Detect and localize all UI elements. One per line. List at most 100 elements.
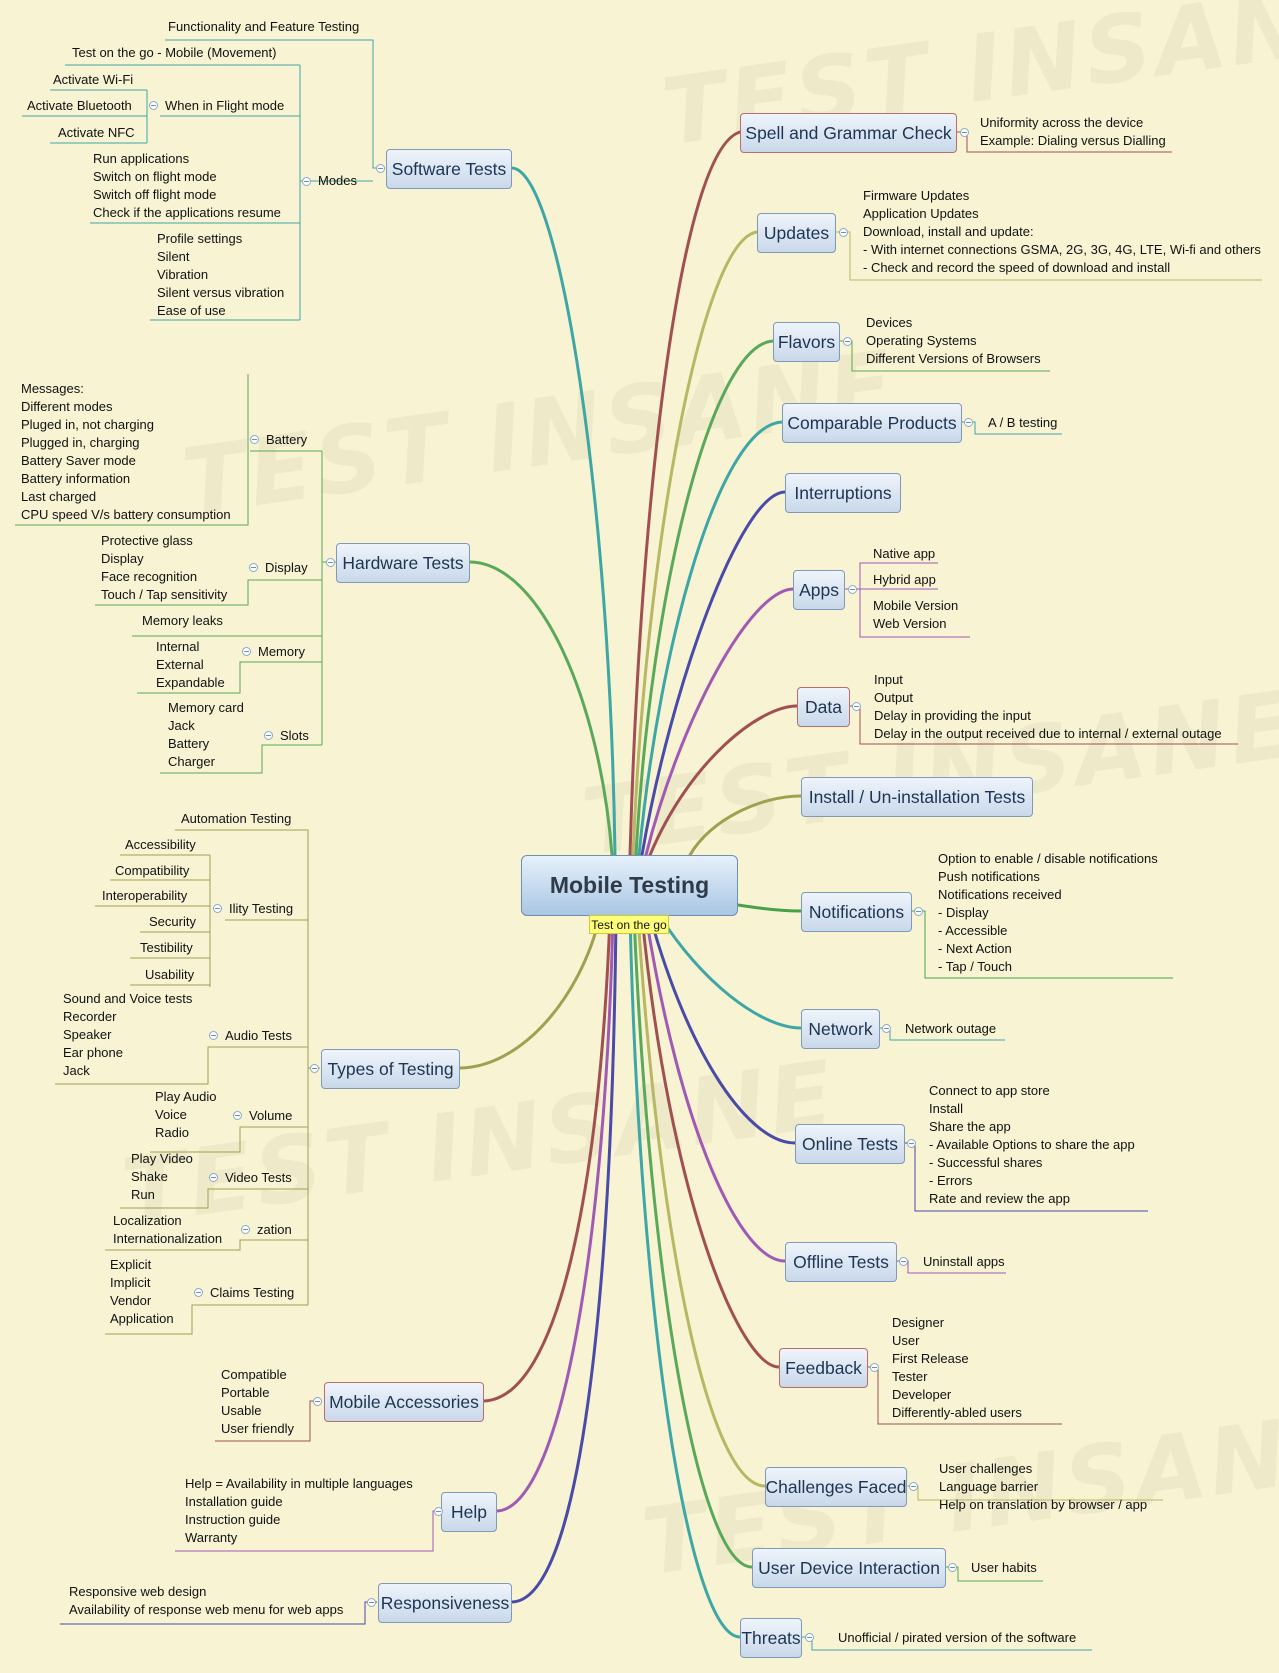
collapse-icon[interactable] <box>839 228 848 237</box>
link-comparable <box>637 420 784 857</box>
central-note: Test on the go <box>589 915 669 934</box>
leaf-network-items: Network outage <box>905 1021 997 1036</box>
collapse-icon[interactable] <box>310 1064 319 1073</box>
leaf-udi-items: User habits <box>971 1560 1037 1575</box>
leaf-security: Security <box>149 914 196 929</box>
topic-apps[interactable]: Apps <box>793 570 845 610</box>
leaf-memory-items: Internal External Expandable <box>156 639 225 690</box>
topic-offline-tests[interactable]: Offline Tests <box>785 1242 897 1282</box>
leaf-activate-bluetooth: Activate Bluetooth <box>27 98 132 113</box>
collapse-icon[interactable] <box>242 647 251 656</box>
collapse-icon[interactable] <box>899 1257 908 1266</box>
leaf-battery: Battery <box>266 432 308 447</box>
leaf-offline-items: Uninstall apps <box>923 1254 1005 1269</box>
topic-spell-grammar[interactable]: Spell and Grammar Check <box>740 113 957 153</box>
topic-responsiveness[interactable]: Responsiveness <box>378 1583 512 1623</box>
leaf-online-items: Connect to app store Install Share the a… <box>929 1083 1135 1206</box>
leaf-accessibility: Accessibility <box>125 837 196 852</box>
collapse-icon[interactable] <box>870 1363 879 1372</box>
leaf-feedback-items: Designer User First Release Tester Devel… <box>892 1315 1022 1420</box>
leaf-claims: Claims Testing <box>210 1285 295 1300</box>
collapse-icon[interactable] <box>907 1139 916 1148</box>
topic-comparable-products[interactable]: Comparable Products <box>782 403 962 443</box>
link-updates <box>631 230 759 857</box>
topic-flavors[interactable]: Flavors <box>773 322 840 362</box>
link-accessories <box>482 914 612 1403</box>
leaf-slots-items: Memory card Jack Battery Charger <box>168 700 244 769</box>
leaf-video: Video Tests <box>225 1170 292 1185</box>
collapse-icon[interactable] <box>249 563 258 572</box>
topic-types-of-testing[interactable]: Types of Testing <box>321 1049 460 1089</box>
collapse-icon[interactable] <box>852 702 861 711</box>
collapse-icon[interactable] <box>843 337 852 346</box>
collapse-icon[interactable] <box>233 1111 242 1120</box>
collapse-icon[interactable] <box>914 907 923 916</box>
topic-network[interactable]: Network <box>801 1009 880 1049</box>
topic-notifications[interactable]: Notifications <box>801 892 912 932</box>
collapse-icon[interactable] <box>209 1031 218 1040</box>
collapse-icon[interactable] <box>848 585 857 594</box>
topic-data[interactable]: Data <box>797 687 850 727</box>
topic-hardware-tests[interactable]: Hardware Tests <box>336 543 470 583</box>
collapse-icon[interactable] <box>367 1598 376 1607</box>
collapse-icon[interactable] <box>149 101 158 110</box>
collapse-icon[interactable] <box>241 1225 250 1234</box>
link-notifications <box>736 903 803 913</box>
leaf-functionality: Functionality and Feature Testing <box>168 19 360 34</box>
link-flavors <box>634 339 775 857</box>
topic-install-tests[interactable]: Install / Un-installation Tests <box>801 777 1033 817</box>
collapse-icon[interactable] <box>264 731 273 740</box>
leaf-display: Display <box>265 560 308 575</box>
collapse-icon[interactable] <box>326 558 335 567</box>
leaf-modes: Modes <box>318 173 358 188</box>
collapse-icon[interactable] <box>376 164 385 173</box>
collapse-icon[interactable] <box>313 1397 322 1406</box>
leaf-profile: Profile settings Silent Vibration Silent… <box>157 231 285 318</box>
leaf-memory: Memory <box>258 644 305 659</box>
leaf-run-apps: Run applications Switch on flight mode S… <box>93 151 281 220</box>
leaf-threats-items: Unofficial / pirated version of the soft… <box>838 1630 1077 1645</box>
leaf-apps-mobile-web: Mobile Version Web Version <box>873 598 959 631</box>
topic-help[interactable]: Help <box>441 1492 497 1532</box>
link-spell <box>628 130 742 857</box>
topic-challenges-faced[interactable]: Challenges Faced <box>765 1467 907 1507</box>
collapse-icon[interactable] <box>805 1633 814 1642</box>
topic-online-tests[interactable]: Online Tests <box>795 1124 905 1164</box>
link-install <box>688 794 803 857</box>
leaf-comparable-items: A / B testing <box>988 415 1058 430</box>
collapse-icon[interactable] <box>213 904 222 913</box>
leaf-usability: Usability <box>145 967 195 982</box>
leaf-updates-items: Firmware Updates Application Updates Dow… <box>863 188 1261 275</box>
collapse-icon[interactable] <box>964 418 973 427</box>
link-feedback <box>640 914 781 1369</box>
leaf-activate-wifi: Activate Wi-Fi <box>53 72 134 87</box>
collapse-icon[interactable] <box>209 1173 218 1182</box>
topic-mobile-accessories[interactable]: Mobile Accessories <box>324 1382 484 1422</box>
leaf-test-on-go: Test on the go - Mobile (Movement) <box>72 45 277 60</box>
leaf-flight-mode: When in Flight mode <box>165 98 285 113</box>
collapse-icon[interactable] <box>250 435 259 444</box>
topic-threats[interactable]: Threats <box>740 1618 802 1658</box>
leaf-ility: Ility Testing <box>229 901 294 916</box>
collapse-icon[interactable] <box>434 1507 443 1516</box>
collapse-icon[interactable] <box>948 1563 957 1572</box>
central-topic[interactable]: Mobile Testing <box>521 855 738 916</box>
collapse-icon[interactable] <box>882 1024 891 1033</box>
leaf-data-items: Input Output Delay in providing the inpu… <box>874 672 1222 741</box>
topic-feedback[interactable]: Feedback <box>779 1348 868 1388</box>
topic-software-tests[interactable]: Software Tests <box>386 149 512 189</box>
collapse-icon[interactable] <box>194 1288 203 1297</box>
topic-updates[interactable]: Updates <box>757 213 836 253</box>
collapse-icon[interactable] <box>960 128 969 137</box>
leaf-volume: Volume <box>249 1108 293 1123</box>
leaf-activate-nfc: Activate NFC <box>58 125 135 140</box>
leaf-automation: Automation Testing <box>181 811 292 826</box>
topic-interruptions[interactable]: Interruptions <box>785 473 901 513</box>
topic-user-device-interaction[interactable]: User Device Interaction <box>752 1548 946 1588</box>
collapse-icon[interactable] <box>909 1482 918 1491</box>
leaf-responsiveness-items: Responsive web design Availability of re… <box>69 1584 344 1617</box>
leaf-interoperability: Interoperability <box>102 888 188 903</box>
link-data <box>648 704 799 857</box>
leaf-notifications-items: Option to enable / disable notifications… <box>938 851 1158 974</box>
collapse-icon[interactable] <box>302 177 311 186</box>
